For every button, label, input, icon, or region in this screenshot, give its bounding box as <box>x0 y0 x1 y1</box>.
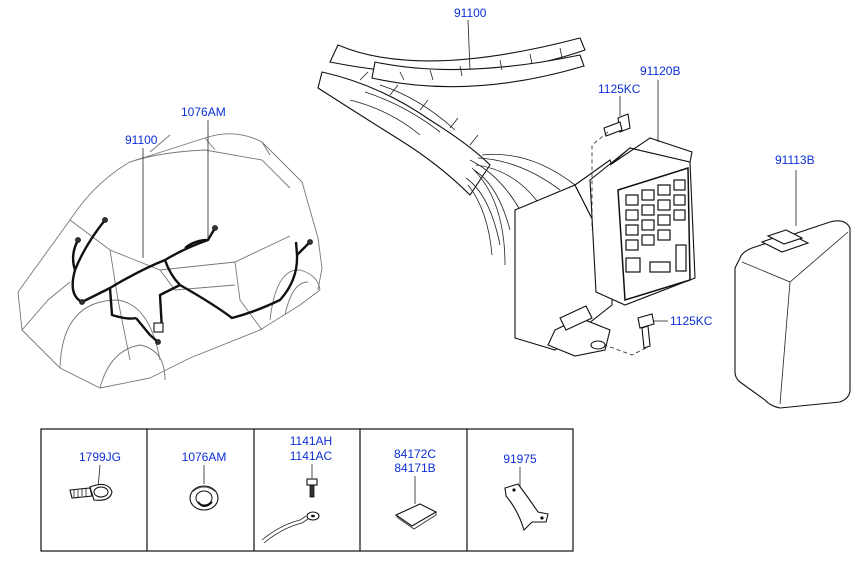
parts-table-cell-2: 1076AM <box>182 450 227 511</box>
label-grommet-car: 1076AM <box>181 105 226 119</box>
part-number: 1141AH <box>290 434 332 448</box>
part-number: 1076AM <box>182 450 227 464</box>
bracket-icon <box>504 483 549 532</box>
parts-table-cell-3: 1141AH 1141AC <box>261 434 333 544</box>
part-number: 84172C <box>394 447 436 461</box>
part-number: 91975 <box>503 452 537 466</box>
pad-icon <box>394 503 438 530</box>
label-harness-car: 91100 <box>125 133 158 147</box>
leader-dash-lower <box>604 344 647 356</box>
label-cover: 91113B <box>775 153 815 167</box>
label-bolt-lower: 1125KC <box>670 314 713 328</box>
parts-table-cell-1: 1799JG <box>69 450 121 501</box>
part-number: 1141AC <box>290 449 333 463</box>
part-number: 1799JG <box>79 450 121 464</box>
ground-bolt-icon <box>261 478 320 544</box>
leader-dash-upper <box>591 131 609 230</box>
parts-table-cell-5: 91975 <box>503 452 549 532</box>
label-junction-box: 91120B <box>640 64 680 78</box>
junction-box-cover <box>734 220 851 409</box>
bolt-lower <box>637 313 655 349</box>
parts-table-cell-4: 84172C 84171B <box>394 447 438 530</box>
car-outline <box>17 133 323 389</box>
grommet-icon <box>189 485 219 511</box>
part-number: 84171B <box>394 461 435 475</box>
car-harness <box>71 217 313 345</box>
label-bolt-upper: 1125KC <box>598 82 641 96</box>
junction-box <box>514 137 696 357</box>
label-harness-top: 91100 <box>454 6 487 20</box>
parts-table: 1799JG 1076AM 1141AH 1141AC <box>40 428 574 552</box>
main-harness-bundle <box>317 37 586 266</box>
bolt-upper <box>603 113 631 137</box>
leader-harness-top <box>467 19 471 71</box>
cable-tie-icon <box>69 483 113 501</box>
